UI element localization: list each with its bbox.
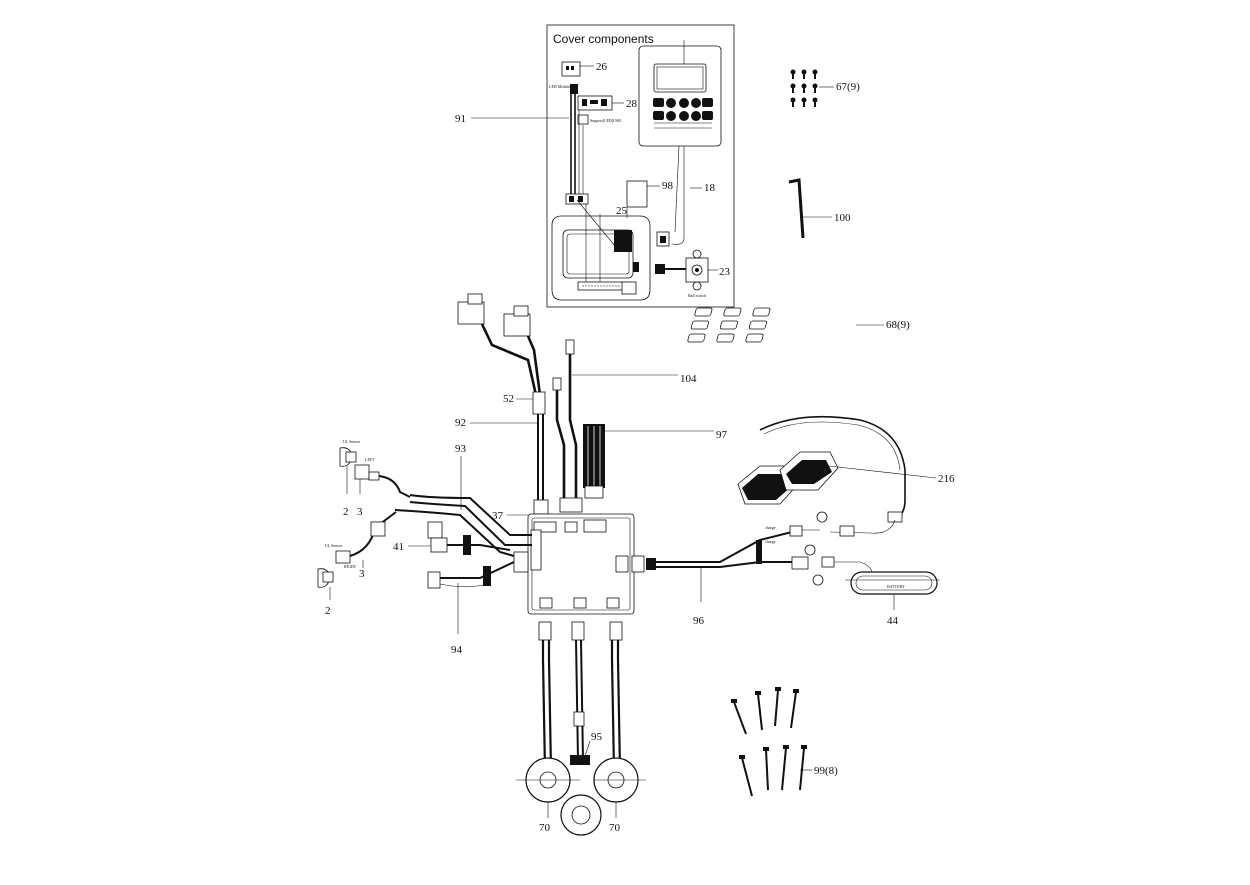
part-28-board (577, 95, 624, 111)
callout-2b: 2 (325, 605, 331, 617)
callout-2a: 2 (343, 506, 349, 518)
part-52-harness (457, 293, 546, 415)
callout-68: 68(9) (886, 319, 910, 331)
callout-98: 98 (662, 180, 674, 192)
part-70-left-motor (516, 621, 580, 818)
ul-sensor-right-label: UL Sensor (325, 543, 343, 548)
base-tray (551, 199, 670, 301)
part-91-cable (565, 84, 589, 205)
callout-3b: 3 (359, 568, 365, 580)
part-67-screws (790, 69, 834, 107)
callout-44: 44 (887, 615, 899, 627)
callout-41: 41 (393, 541, 404, 553)
battery-label: BATTERY (887, 584, 905, 589)
part-37-control-box (507, 513, 635, 615)
callout-100: 100 (834, 212, 851, 224)
callout-104: 104 (680, 373, 697, 385)
callout-92: 92 (455, 417, 466, 429)
lcd-module-label: LED Module (549, 84, 570, 89)
callout-3a: 3 (357, 506, 363, 518)
ball-switch-label: Ball switch (688, 293, 706, 298)
callout-70a: 70 (539, 822, 551, 834)
part-99-screws (731, 687, 812, 797)
part-18-control-cover (638, 40, 722, 245)
part-2-left-sensor (339, 447, 411, 498)
callout-26: 26 (596, 61, 608, 73)
part-2-right-sensor (317, 511, 397, 600)
callout-67: 67(9) (836, 81, 860, 93)
part-93-harness (394, 456, 532, 557)
part-23-ball-switch (655, 249, 718, 291)
support-label: Support(LED)USB (590, 118, 621, 123)
right-label: RIGHT (344, 564, 357, 569)
part-41-connector (408, 521, 511, 555)
part-70-right-motor (593, 621, 646, 818)
part-44-battery (845, 571, 940, 610)
part-95-harness (560, 621, 602, 836)
callout-94: 94 (451, 644, 463, 656)
part-94-harness (427, 561, 515, 634)
callout-23: 23 (719, 266, 731, 278)
part-97-ribbon (583, 424, 714, 499)
callout-97: 97 (716, 429, 728, 441)
part-104-harness (552, 339, 678, 513)
callout-216: 216 (938, 473, 955, 485)
callout-25: 25 (616, 205, 628, 217)
callout-96: 96 (693, 615, 705, 627)
ul-sensor-left-label: UL Sensor (343, 439, 361, 444)
panel-title: Cover components (553, 32, 654, 46)
charge-label-a: charge (765, 525, 776, 530)
callout-18: 18 (704, 182, 716, 194)
part-98-block (626, 180, 660, 208)
part-216-foot-pedal (737, 415, 937, 523)
callout-28: 28 (626, 98, 638, 110)
part-92-harness (470, 414, 549, 515)
cover-components-panel: Cover components 26 LED Module 28 Suppor… (455, 24, 735, 308)
callout-52: 52 (503, 393, 514, 405)
part-26-connector (561, 61, 594, 77)
callout-91: 91 (455, 113, 466, 125)
left-label: LEFT (365, 457, 375, 462)
callout-70b: 70 (609, 822, 621, 834)
part-96-harness (631, 511, 896, 602)
callout-99: 99(8) (814, 765, 838, 777)
part-100-hex-key (788, 178, 832, 239)
part-68-clips (687, 307, 884, 343)
callout-95: 95 (591, 731, 603, 743)
charge-label-b: charge (765, 539, 776, 544)
callout-37: 37 (492, 510, 504, 522)
callout-93: 93 (455, 443, 467, 455)
